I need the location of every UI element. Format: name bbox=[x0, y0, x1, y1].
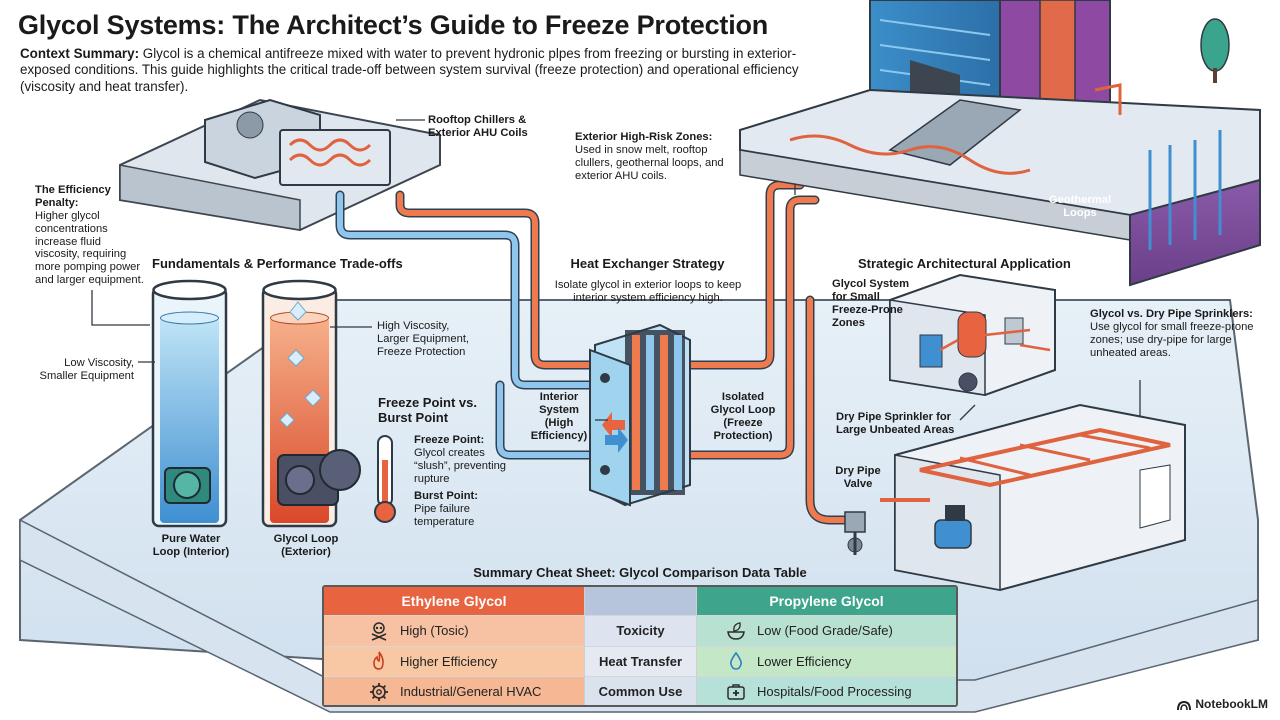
flame-icon bbox=[368, 650, 390, 672]
large-areas-label: Dry Pipe Sprinkler for Large Unbeated Ar… bbox=[836, 411, 955, 436]
comparison-table: Ethylene Glycol Propylene Glycol High (T… bbox=[322, 585, 958, 707]
propylene-common-use: Hospitals/Food Processing bbox=[757, 684, 912, 700]
rooftop-label: Rooftop Chillers & Exterior AHU Coils bbox=[428, 114, 528, 139]
table-row: Industrial/General HVAC Common Use Hospi… bbox=[324, 677, 956, 705]
small-zones-label: Glycol System for Small Freeze-Prone Zon… bbox=[832, 278, 910, 329]
thermometer-icon bbox=[374, 435, 396, 523]
table-cell-ethylene: Industrial/General HVAC bbox=[324, 677, 585, 705]
freeze-point-text: Glycol creates “slush”, preventing ruptu… bbox=[414, 446, 507, 485]
page-title: Glycol Systems: The Architect’s Guide to… bbox=[18, 10, 769, 40]
table-cell-propylene: Low (Food Grade/Safe) bbox=[697, 616, 956, 647]
table-cell-ethylene: High (Tosic) bbox=[324, 616, 585, 647]
table-cell-propylene: Hospitals/Food Processing bbox=[697, 677, 956, 705]
isolated-loop-label: Isolated Glycol Loop (Freeze Protection) bbox=[710, 391, 776, 442]
ethylene-heat-transfer: Higher Efficiency bbox=[400, 653, 498, 669]
heat-exchanger bbox=[589, 323, 691, 507]
gear-icon bbox=[368, 681, 390, 703]
dry-pipe-title: Glycol vs. Dry Pipe Sprinklers: bbox=[1090, 308, 1253, 320]
burst-point-text: Pipe failure temperature bbox=[414, 502, 475, 528]
attribute-header bbox=[585, 587, 697, 616]
table-cell-attribute: Common Use bbox=[585, 677, 697, 705]
dry-pipe-valve-label: Dry Pipe Valve bbox=[835, 465, 881, 490]
risk-zones-title: Exterior High-Risk Zones: bbox=[575, 131, 713, 143]
interior-system-label: Interior System (High Efficiency) bbox=[530, 391, 588, 442]
water-drop-icon bbox=[725, 650, 747, 672]
first-aid-kit-icon bbox=[725, 681, 747, 703]
glycol-cylinder bbox=[261, 279, 361, 528]
dry-pipe-callout: Glycol vs. Dry Pipe Sprinklers:Use glyco… bbox=[1090, 308, 1260, 360]
burst-point-title: Burst Point: bbox=[414, 490, 479, 502]
table-row: High (Tosic) Toxicity Low (Food Grade/Sa… bbox=[324, 616, 956, 647]
pure-water-cylinder bbox=[151, 279, 228, 528]
skull-crossbones-icon bbox=[368, 620, 390, 642]
table-cell-attribute: Toxicity bbox=[585, 616, 697, 647]
tree-icon bbox=[1200, 18, 1230, 83]
pure-water-loop-label: Pure Water Loop (Interior) bbox=[152, 533, 230, 558]
glycol-loop-label: Glycol Loop (Exterior) bbox=[273, 533, 339, 558]
risk-zones-text: Used in snow melt, rooftop clullers, geo… bbox=[575, 143, 724, 182]
notebooklm-logo-icon bbox=[1177, 699, 1192, 711]
propylene-heat-transfer: Lower Efficiency bbox=[757, 653, 852, 669]
propylene-header: Propylene Glycol bbox=[697, 587, 956, 616]
dry-pipe-text: Use glycol for small freeze-prone zones;… bbox=[1090, 320, 1254, 359]
freeze-point-callout: Freeze Point:Glycol creates “slush”, pre… bbox=[414, 434, 514, 486]
glycol-pipes bbox=[335, 180, 850, 525]
risk-zones-callout: Exterior High-Risk Zones:Used in snow me… bbox=[575, 131, 745, 183]
summary-lead: Context Summary: bbox=[20, 46, 140, 61]
freeze-burst-heading: Freeze Point vs. Burst Point bbox=[378, 395, 477, 425]
brand-watermark: NotebookLM bbox=[1177, 697, 1268, 712]
propylene-toxicity: Low (Food Grade/Safe) bbox=[757, 623, 893, 639]
table-row: Higher Efficiency Heat Transfer Lower Ef… bbox=[324, 646, 956, 677]
ground-slab-right bbox=[739, 83, 1261, 287]
low-viscosity-label: Low Viscosity, Smaller Equipment bbox=[39, 357, 134, 382]
summary-text: Glycol is a chemical antifreeze mixed wi… bbox=[20, 46, 799, 94]
table-header-row: Ethylene Glycol Propylene Glycol bbox=[324, 587, 956, 616]
freeze-point-title: Freeze Point: bbox=[414, 434, 485, 446]
efficiency-penalty-title: The Efficiency Penalty: bbox=[35, 184, 111, 209]
context-summary: Context Summary: Glycol is a chemical an… bbox=[20, 46, 800, 95]
large-unheated-room bbox=[880, 403, 1186, 592]
heat-exchanger-heading: Heat Exchanger Strategy bbox=[570, 256, 725, 271]
ethylene-toxicity: High (Tosic) bbox=[400, 623, 469, 639]
small-zone-room bbox=[889, 273, 1056, 397]
brand-name: NotebookLM bbox=[1195, 697, 1268, 711]
ethylene-common-use: Industrial/General HVAC bbox=[400, 684, 542, 700]
dry-pipe-valve-icon bbox=[844, 511, 866, 555]
heat-exchanger-text: Isolate glycol in exterior loops to keep… bbox=[554, 279, 742, 304]
ethylene-header: Ethylene Glycol bbox=[324, 587, 585, 616]
table-cell-attribute: Heat Transfer bbox=[585, 646, 697, 677]
table-cell-propylene: Lower Efficiency bbox=[697, 646, 956, 677]
efficiency-penalty-callout: The Efficiency Penalty:Higher glycol con… bbox=[35, 184, 145, 287]
rooftop-chiller bbox=[204, 98, 391, 186]
strategic-heading: Strategic Architectural Application bbox=[858, 256, 1071, 271]
burst-point-callout: Burst Point:Pipe failure temperature bbox=[414, 490, 514, 529]
leaf-bowl-icon bbox=[725, 620, 747, 642]
efficiency-penalty-text: Higher glycol concentrations increase fl… bbox=[35, 209, 144, 287]
geothermal-label: Geothermal Loops bbox=[1048, 194, 1112, 219]
table-title: Summary Cheat Sheet: Glycol Comparison D… bbox=[473, 565, 807, 580]
high-viscosity-label: High Viscosity, Larger Equipment, Freeze… bbox=[377, 320, 470, 358]
table-cell-ethylene: Higher Efficiency bbox=[324, 646, 585, 677]
fundamentals-heading: Fundamentals & Performance Trade-offs bbox=[152, 256, 403, 271]
